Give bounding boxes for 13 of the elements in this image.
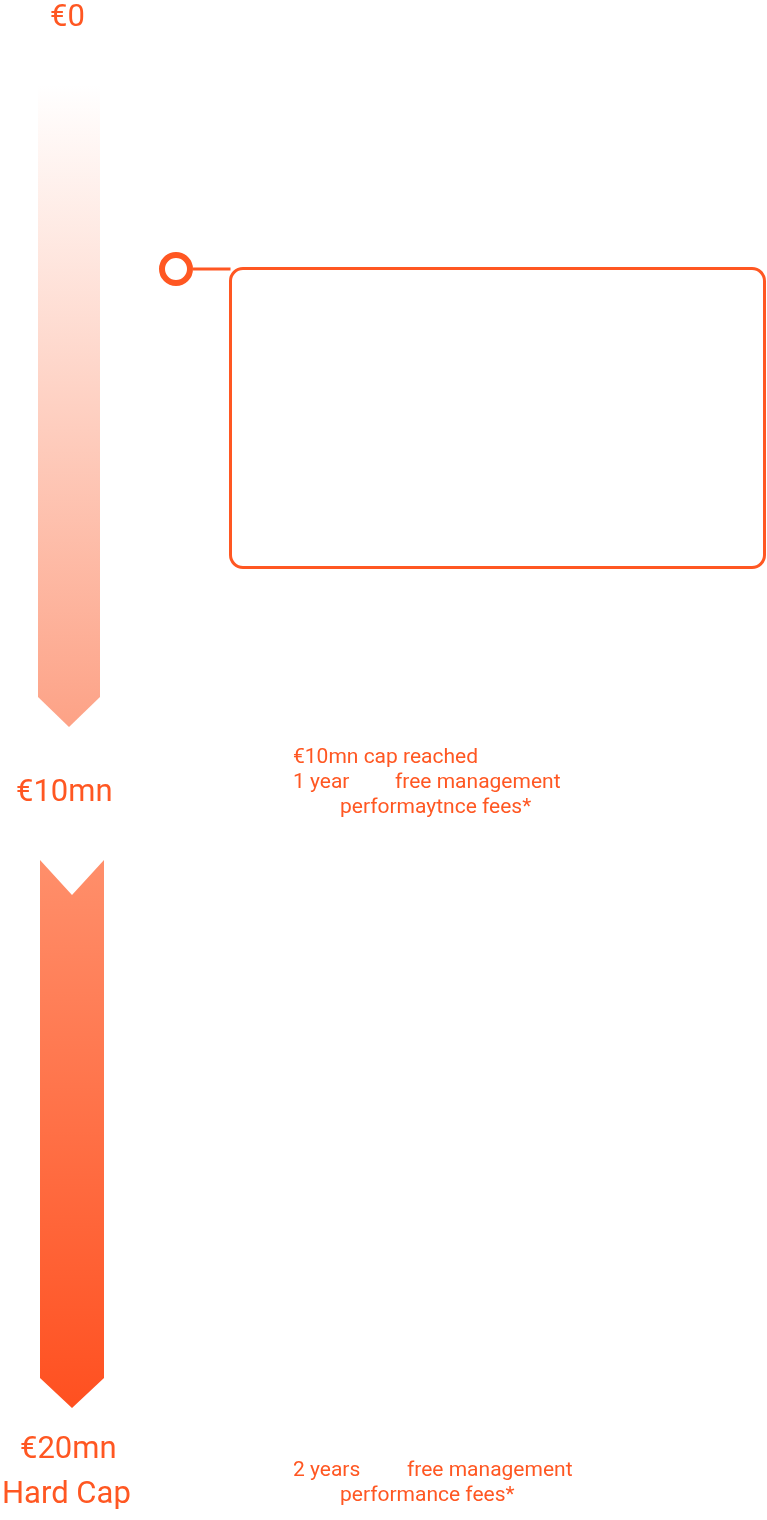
amount-label: €0 (50, 0, 85, 31)
note-text: free management (407, 1459, 573, 1480)
amount-label: €20mn (20, 1432, 117, 1463)
amount-label: €10mn (16, 775, 113, 806)
amount-label: Hard Cap (2, 1477, 131, 1508)
note-text: performaytnce fees* (340, 796, 532, 817)
note-text: free management (395, 771, 561, 792)
note-text: 2 years (293, 1459, 361, 1480)
note-text: 1 year (293, 771, 350, 792)
note-text: performance fees* (340, 1484, 515, 1505)
note-text: €10mn cap reached (293, 746, 479, 767)
connector-line (193, 267, 231, 271)
callout-box (229, 267, 766, 569)
